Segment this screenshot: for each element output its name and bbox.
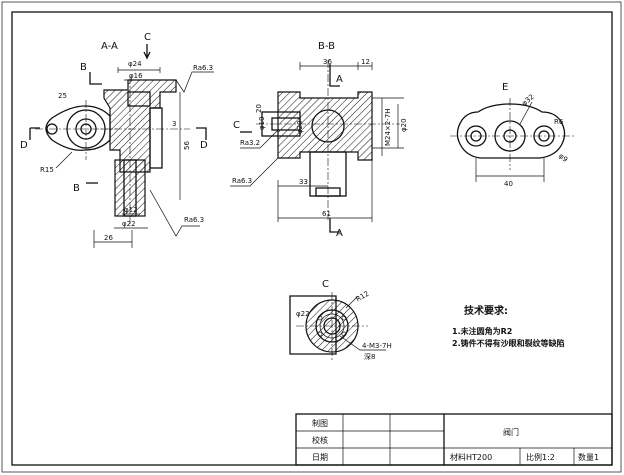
dim-d22-c: φ22 — [296, 310, 310, 318]
tb-quantity: 数量1 — [578, 452, 599, 462]
cut-marker-a-bottom: A — [336, 228, 343, 239]
section-aa-label: A-A — [101, 41, 118, 52]
tech-req-item-2: 2.铸件不得有沙眼和裂纹等缺陷 — [452, 338, 565, 348]
tb-part-name: 阀门 — [503, 427, 519, 437]
dim-d24: φ24 — [128, 60, 142, 68]
dim-61: 61 — [322, 210, 331, 218]
dim-56: 56 — [183, 141, 191, 150]
cut-marker-b-top: B — [80, 62, 87, 73]
dim-33: 33 — [299, 178, 308, 186]
view-c-label: C — [322, 279, 329, 290]
dim-depth8: 深8 — [364, 352, 375, 361]
cut-marker-c-top: C — [144, 32, 151, 43]
tb-date: 日期 — [312, 453, 328, 462]
dim-25: 25 — [58, 92, 67, 100]
ra-aa-bottom: Ra6.3 — [184, 216, 204, 224]
dim-d16: φ16 — [129, 72, 143, 80]
ra-aa-top: Ra6.3 — [193, 64, 213, 72]
section-aa-view: A-A C B B D D φ24 φ16 25 R15 3 56 — [20, 32, 214, 248]
tb-scale: 比例1:2 — [526, 452, 555, 462]
tech-req-title: 技术要求: — [464, 304, 508, 317]
inner-frame — [11, 11, 613, 466]
ra-bb-32: Ra3.2 — [240, 139, 260, 147]
dim-12: 12 — [361, 58, 370, 66]
flange-e-outline — [456, 103, 566, 159]
view-e: E φ32 R6 φ9 40 — [450, 82, 574, 188]
cut-marker-d-left: D — [20, 140, 28, 151]
dim-d12: φ12 — [124, 206, 138, 214]
title-block: 制图 校核 日期 阀门 材料HT200 比例1:2 数量1 — [295, 413, 613, 466]
section-bb-view: B-B A A C 36 12 20 φ10 φ20 M24×2-7H φ20 … — [230, 41, 408, 239]
dim-26: 26 — [104, 234, 113, 242]
tech-req-item-1: 1.未注圆角为R2 — [452, 326, 512, 336]
dim-m24: M24×2-7H — [384, 108, 392, 146]
dim-d32: φ32 — [520, 93, 536, 108]
cut-marker-b-bottom: B — [73, 183, 80, 194]
dim-d9: φ9 — [557, 152, 569, 164]
cut-marker-c-left: C — [233, 120, 240, 131]
section-bb-label: B-B — [318, 41, 335, 52]
cut-marker-a-top: A — [336, 74, 343, 85]
tb-checked: 校核 — [312, 435, 328, 445]
dim-r12: R12 — [355, 290, 371, 304]
tech-requirements: 技术要求: 1.未注圆角为R2 2.铸件不得有沙眼和裂纹等缺陷 — [452, 304, 565, 348]
dim-40: 40 — [504, 180, 513, 188]
cut-marker-d-right: D — [200, 140, 208, 151]
view-e-label: E — [502, 82, 508, 93]
dim-36: 36 — [323, 58, 332, 66]
dim-d20-mid: φ20 — [296, 120, 304, 134]
dim-r6: R6 — [554, 118, 564, 126]
view-c: C R12 φ22 4-M3-7H 深8 — [289, 279, 392, 361]
dim-r15: R15 — [40, 166, 54, 174]
dim-d22: φ22 — [122, 220, 136, 228]
flange-outline — [45, 105, 111, 151]
ra-bb-63: Ra6.3 — [232, 177, 252, 185]
dim-3: 3 — [172, 120, 176, 128]
tb-drawn: 制图 — [312, 418, 328, 428]
tb-material: 材料HT200 — [450, 452, 492, 462]
dim-d20-right: φ20 — [400, 118, 408, 132]
dim-m3: 4-M3-7H — [362, 342, 392, 350]
dim-d10: φ10 — [258, 116, 266, 130]
dim-20-left: 20 — [255, 104, 263, 113]
